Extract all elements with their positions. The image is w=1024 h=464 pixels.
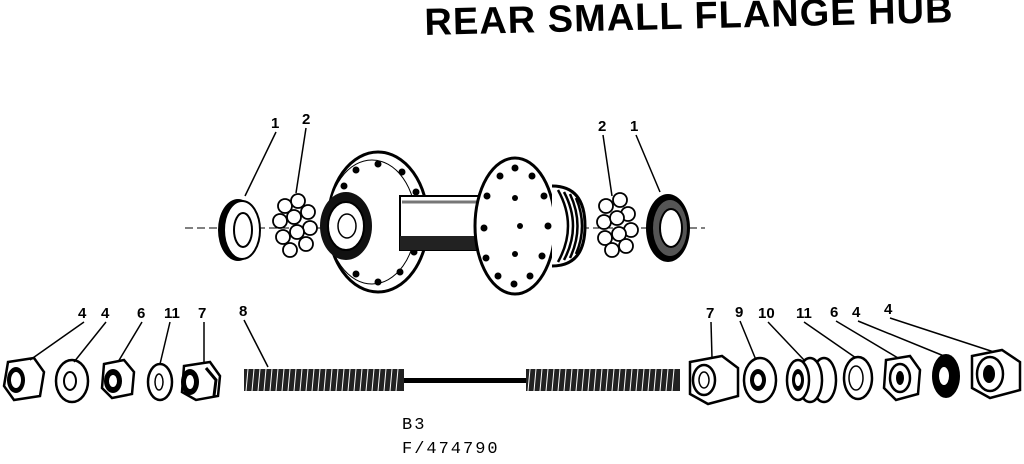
callout-label: 7 bbox=[706, 305, 714, 322]
callout-label: 1 bbox=[271, 115, 279, 132]
callout-label: 2 bbox=[598, 118, 606, 135]
part-2-left-bearings bbox=[272, 193, 318, 258]
callout-label: 11 bbox=[796, 305, 812, 322]
callout-label: 7 bbox=[198, 305, 206, 322]
hub-body bbox=[320, 150, 587, 296]
callout-label: 9 bbox=[735, 304, 743, 321]
part-4-right-nut bbox=[970, 348, 1022, 400]
part-11-left-washer bbox=[146, 362, 174, 402]
callout-label: 2 bbox=[302, 111, 310, 128]
part-1-right-ring bbox=[646, 194, 690, 262]
part-7-left-cone bbox=[180, 360, 222, 402]
callout-label: 4 bbox=[101, 305, 110, 322]
part-9-right-washer bbox=[742, 356, 778, 404]
part-4-left-nut-a bbox=[2, 356, 46, 402]
callout-label: 6 bbox=[830, 304, 838, 321]
lower-callouts: 4 4 6 11 7 8 7 9 10 11 6 4 4 bbox=[29, 301, 995, 368]
part-8-axle bbox=[244, 368, 680, 392]
upper-callouts: 1 2 2 1 bbox=[244, 111, 661, 197]
callout-label: 8 bbox=[239, 303, 247, 320]
lower-assembly bbox=[2, 348, 1022, 406]
callout-label: 6 bbox=[137, 305, 145, 322]
callout-label: 1 bbox=[630, 118, 638, 135]
part-number: F/474790 bbox=[402, 440, 500, 459]
part-4-right-washer bbox=[932, 354, 960, 398]
callout-label: 4 bbox=[852, 304, 861, 321]
callout-label: 10 bbox=[758, 305, 775, 322]
part-11-right-washer bbox=[842, 355, 874, 401]
part-6-left-nut bbox=[100, 358, 136, 400]
part-6-right-nut bbox=[882, 354, 922, 402]
callout-label: 4 bbox=[78, 305, 87, 322]
reference-code: B3 bbox=[402, 416, 427, 435]
part-7-right-cone bbox=[688, 354, 740, 406]
callout-label: 11 bbox=[164, 305, 180, 322]
part-1-left-ring bbox=[218, 199, 261, 261]
part-2-right-bearings bbox=[596, 192, 639, 258]
part-10-right-spacer bbox=[785, 356, 838, 404]
callout-label: 4 bbox=[884, 301, 893, 318]
part-4-left-washer bbox=[54, 358, 90, 404]
